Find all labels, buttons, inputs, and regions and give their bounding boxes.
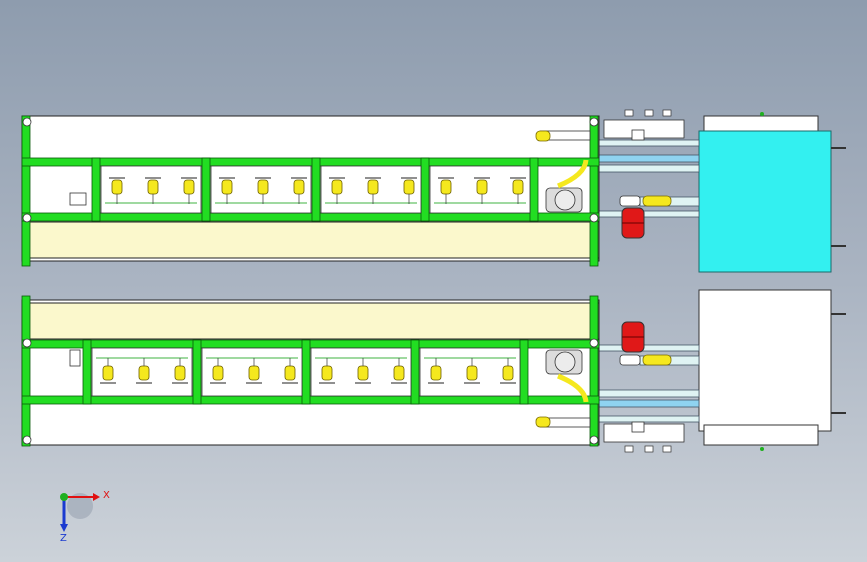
top-frame-lower-beam xyxy=(21,212,600,222)
top-bolt-1 xyxy=(624,109,634,117)
bottom-frame-upper-beam xyxy=(21,339,600,349)
bottom-corner-bolt-3 xyxy=(589,338,599,348)
top-corner-bolt-4 xyxy=(589,213,599,223)
top-nozzle xyxy=(367,179,379,195)
triad-z-label: Z xyxy=(60,533,67,544)
bottom-nozzle xyxy=(393,365,405,381)
bottom-frame-lower-beam xyxy=(21,395,600,405)
bottom-pipe-4 xyxy=(598,399,700,408)
top-valve-fitting xyxy=(642,195,672,207)
bottom-nozzle xyxy=(102,365,114,381)
bottom-corner-bolt-4 xyxy=(589,435,599,445)
top-nozzle xyxy=(183,179,195,195)
bottom-nozzle xyxy=(248,365,260,381)
bottom-rail xyxy=(21,302,600,340)
bottom-pipe-3 xyxy=(598,389,700,398)
top-assembly[interactable] xyxy=(21,109,846,273)
bottom-nozzle xyxy=(321,365,333,381)
top-frame-right-post xyxy=(589,115,599,267)
top-nozzle xyxy=(257,179,269,195)
bottom-pipe-1 xyxy=(598,344,700,352)
bottom-bays xyxy=(91,347,521,397)
bottom-frame-right-post xyxy=(589,295,599,447)
top-nozzle xyxy=(403,179,415,195)
bottom-tank[interactable] xyxy=(698,289,832,432)
top-strainer-elbow xyxy=(557,159,589,189)
bottom-frame-divider-4 xyxy=(410,339,420,405)
top-valve-body xyxy=(619,195,641,207)
bottom-nozzle xyxy=(502,365,514,381)
top-frame-divider-3 xyxy=(311,157,321,222)
bottom-nozzle xyxy=(138,365,150,381)
top-corner-bolt-1 xyxy=(22,117,32,127)
top-pipe-1 xyxy=(598,139,700,147)
top-frame-divider-2 xyxy=(201,157,211,222)
bottom-frame-divider-2 xyxy=(192,339,202,405)
bottom-nozzle xyxy=(284,365,296,381)
top-frame-left-post xyxy=(21,115,31,267)
top-nozzle xyxy=(147,179,159,195)
top-tank-marker xyxy=(760,112,764,116)
bottom-frame-divider-3 xyxy=(301,339,311,405)
top-upper-elbow xyxy=(535,130,551,142)
bottom-bolt-2 xyxy=(644,445,654,453)
bottom-nozzle xyxy=(212,365,224,381)
top-corner-bolt-2 xyxy=(22,213,32,223)
top-bays xyxy=(100,165,531,214)
bottom-nozzle xyxy=(357,365,369,381)
bottom-valve-fitting xyxy=(642,354,672,366)
top-strainer-bowl xyxy=(554,189,576,211)
triad-y-arrow xyxy=(60,524,68,532)
bottom-strainer-elbow xyxy=(557,373,589,403)
top-left-junction-box xyxy=(69,192,87,206)
top-bolt-3 xyxy=(662,109,672,117)
top-frame-divider-5 xyxy=(529,157,539,222)
top-pipe-2 xyxy=(598,154,700,163)
bottom-assembly[interactable] xyxy=(21,289,846,453)
top-nozzle xyxy=(476,179,488,195)
bottom-tank-marker xyxy=(760,447,764,451)
bottom-left-junction-box xyxy=(69,349,81,367)
top-nozzle xyxy=(293,179,305,195)
triad-z-axis xyxy=(60,493,68,501)
bottom-frame-divider-5 xyxy=(519,339,529,405)
top-corner-bolt-3 xyxy=(589,117,599,127)
top-pump-box xyxy=(631,129,645,141)
bottom-bolt-3 xyxy=(662,445,672,453)
bottom-nozzle xyxy=(430,365,442,381)
bottom-nozzle xyxy=(466,365,478,381)
triad-x-label: X xyxy=(103,490,110,501)
bottom-corner-bolt-2 xyxy=(22,435,32,445)
bottom-corner-bolt-1 xyxy=(22,338,32,348)
top-rail xyxy=(21,221,600,259)
top-frame-upper-beam xyxy=(21,157,600,167)
bottom-lower-elbow xyxy=(535,416,551,428)
top-pipe-5 xyxy=(598,210,700,218)
bottom-pipe-5 xyxy=(598,415,700,423)
triad-x-arrow xyxy=(93,493,100,501)
bottom-pump-box xyxy=(631,421,645,433)
top-nozzle xyxy=(331,179,343,195)
top-nozzle xyxy=(440,179,452,195)
top-tank[interactable] xyxy=(698,130,832,273)
top-frame-divider-1 xyxy=(91,157,101,222)
bottom-nozzle xyxy=(174,365,186,381)
top-pipe-3 xyxy=(598,164,700,173)
triad-shadow xyxy=(67,493,93,519)
top-bolt-2 xyxy=(644,109,654,117)
bottom-strainer-bowl xyxy=(554,351,576,373)
axis-triad[interactable]: X Z xyxy=(60,490,110,544)
top-nozzle xyxy=(111,179,123,195)
top-nozzle xyxy=(221,179,233,195)
bottom-frame-divider-1 xyxy=(82,339,92,405)
bottom-valve-body xyxy=(619,354,641,366)
top-nozzle xyxy=(512,179,524,195)
bottom-tank-lid xyxy=(703,424,819,446)
top-frame-divider-4 xyxy=(420,157,430,222)
bottom-bolt-1 xyxy=(624,445,634,453)
bottom-frame-left-post xyxy=(21,295,31,447)
